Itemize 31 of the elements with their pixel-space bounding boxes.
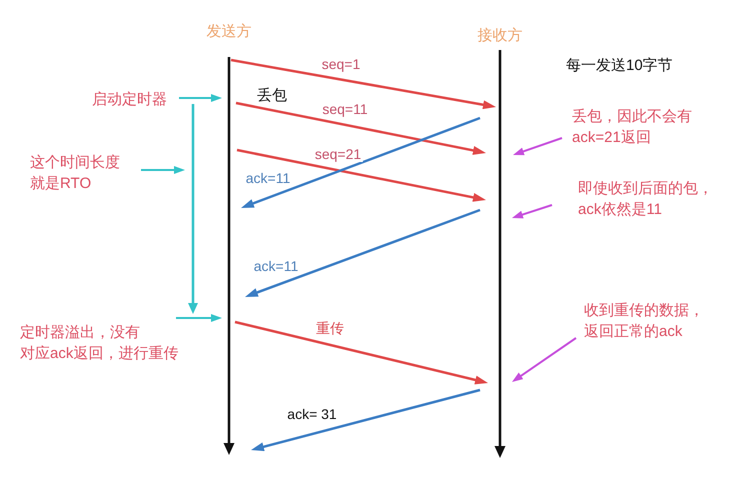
lane-heading: 接收方 (476, 26, 524, 46)
edge-label: ack=11 (252, 258, 300, 274)
message-arrow (234, 320, 488, 384)
leader-arrow (512, 204, 552, 218)
edge-label: seq=1 (320, 56, 362, 72)
leader-arrow (141, 166, 185, 174)
lane-heading: 发送方 (206, 22, 252, 42)
edge-label: seq=21 (312, 146, 364, 162)
message-arrow (236, 102, 486, 155)
leader-arrow (179, 94, 222, 102)
leader-arrow (176, 314, 222, 322)
message-arrow (251, 388, 480, 452)
annotation: 启动定时器 (92, 89, 169, 110)
leader-arrow (513, 137, 562, 156)
message-arrow (241, 116, 480, 208)
note: 每一发送10字节 (566, 56, 673, 76)
message-arrow (230, 58, 496, 110)
edge-label: 重传 (314, 320, 346, 336)
dimension-line (188, 104, 198, 314)
leader-arrow (512, 337, 577, 382)
edge-label: seq=11 (320, 101, 370, 117)
edge-label: ack= 31 (285, 406, 339, 422)
edge-label: ack=11 (244, 170, 292, 186)
annotation: 丢包，因此不会有ack=21返回 (572, 106, 698, 148)
annotation: 即使收到后面的包，ack依然是11 (578, 178, 719, 220)
annotation: 定时器溢出，没有对应ack返回，进行重传 (20, 322, 186, 364)
annotation: 这个时间长度就是RTO (30, 152, 127, 194)
message-arrow (236, 148, 486, 202)
note: 丢包 (257, 86, 287, 106)
message-arrow (245, 208, 480, 297)
annotation: 收到重传的数据，返回正常的ack (584, 300, 710, 342)
